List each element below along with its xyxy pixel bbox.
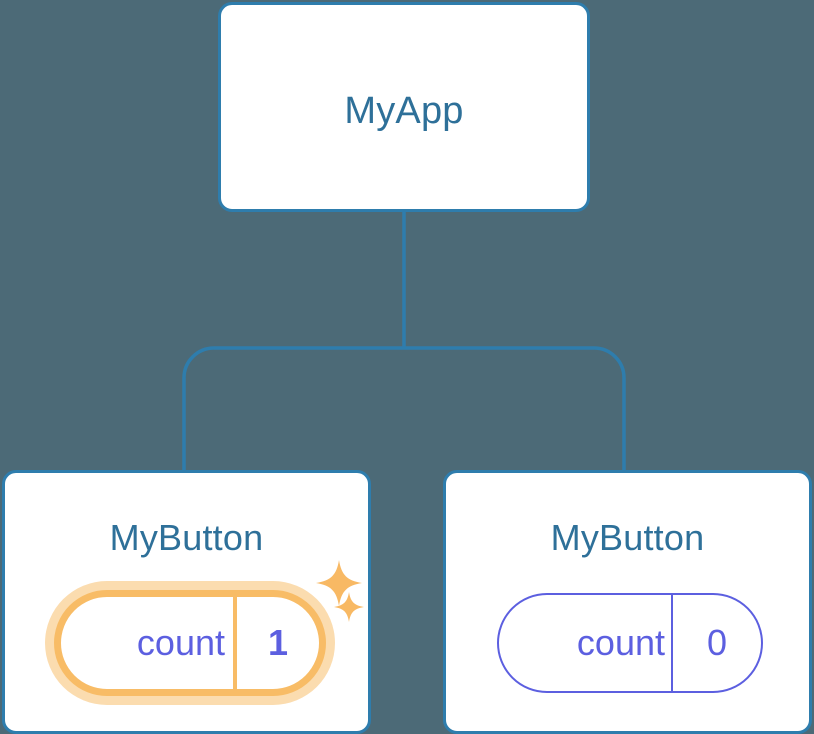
node-mybutton-right[interactable]: MyButton count 0	[443, 470, 812, 734]
node-myapp[interactable]: MyApp	[218, 2, 590, 212]
connector-branch-left	[182, 346, 404, 472]
state-pill-right-key: count	[576, 622, 665, 663]
connector-branch-right	[404, 346, 626, 472]
node-mybutton-right-label: MyButton	[550, 517, 705, 558]
state-pill-left[interactable]: count 1	[45, 581, 335, 705]
state-pill-left-body[interactable]: count 1	[54, 590, 326, 696]
state-pill-right-value: 0	[671, 595, 761, 691]
state-pill-right[interactable]: count 0	[497, 593, 763, 693]
state-pill-left-value: 1	[233, 597, 319, 689]
node-myapp-label: MyApp	[344, 90, 464, 132]
state-pill-left-key: count	[136, 622, 225, 663]
node-mybutton-left-label: MyButton	[109, 517, 264, 558]
node-mybutton-left[interactable]: MyButton count 1	[2, 470, 371, 734]
